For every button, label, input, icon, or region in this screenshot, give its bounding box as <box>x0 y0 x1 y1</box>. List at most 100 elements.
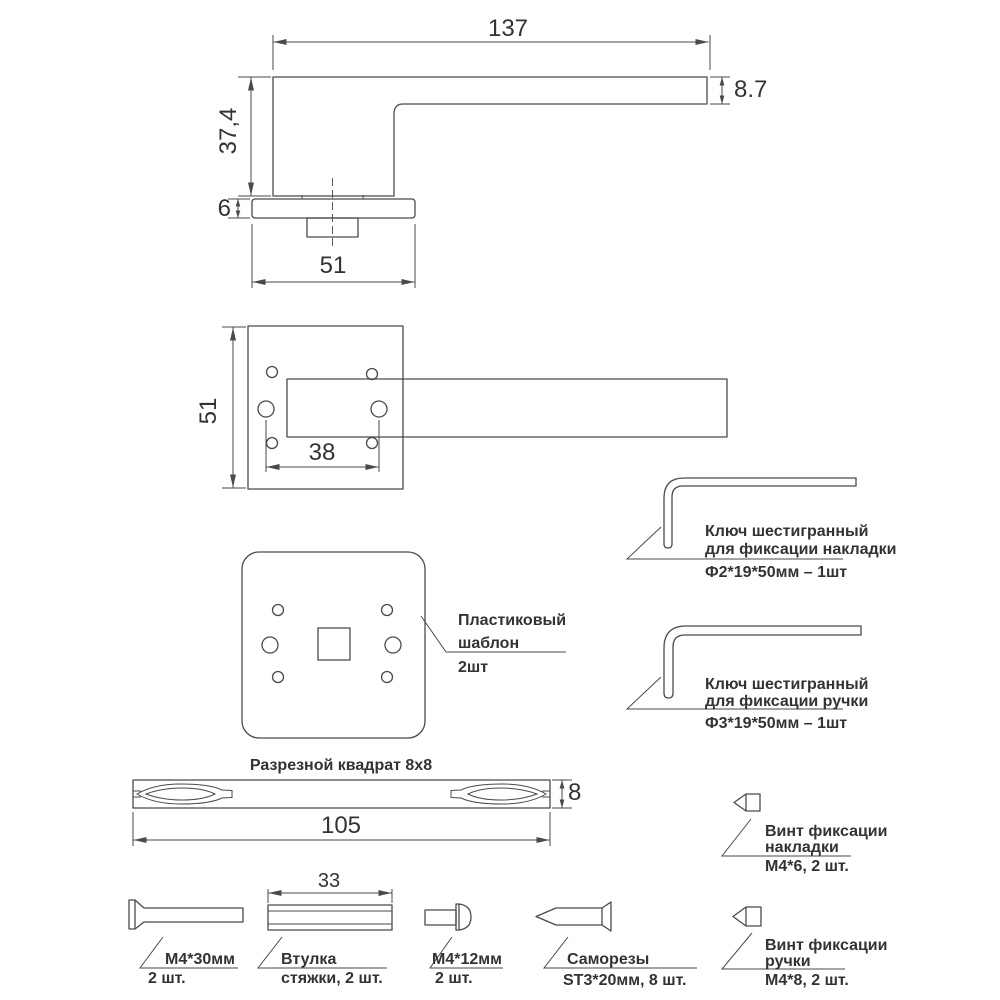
fastener-self-tapping: Саморезы ST3*20мм, 8 шт. <box>535 901 697 989</box>
dimension-hole-spacing-38: 38 <box>265 420 380 472</box>
hex-key-handle-leader <box>625 676 843 710</box>
dim-length-label: 137 <box>488 15 528 42</box>
fastener-sleeve: 33 Втулка стяжки, 2 шт. <box>256 870 393 987</box>
split-spindle: Разрезной квадрат 8x8 8 <box>132 757 581 846</box>
spindle-left-spring <box>133 783 233 805</box>
plate-outline <box>247 325 404 490</box>
template-hole <box>271 670 285 684</box>
screw-leader <box>429 936 503 969</box>
fastener-plate-set-screw: Винт фиксации накладки M4*6, 2 шт. <box>720 793 887 875</box>
bolt-label-line2: 2 шт. <box>148 970 186 987</box>
side-view: 137 8.7 37,4 6 <box>215 15 767 288</box>
hex-key-plate: Ключ шестигранный для фиксации накладки … <box>625 477 897 581</box>
screw-hole <box>265 365 279 379</box>
screw-label-line2: 2 шт. <box>435 970 473 987</box>
rose-side-outline <box>251 198 416 219</box>
hex-key-handle-outline <box>663 625 862 699</box>
dim-sleeve-label: 33 <box>318 870 340 892</box>
template-label-line3: 2шт <box>458 659 488 676</box>
self-tapping-label-line2: ST3*20мм, 8 шт. <box>563 972 686 989</box>
lever-plan-outline <box>286 378 728 438</box>
plate-set-screw-line2: накладки <box>765 839 839 856</box>
spindle-right-spring <box>450 783 550 805</box>
dimension-rose-width-51: 51 <box>251 224 416 288</box>
screw-shank <box>424 909 457 926</box>
sleeve-label-line2: стяжки, 2 шт. <box>281 970 383 987</box>
dim-rose-thickness-label: 6 <box>218 195 231 222</box>
template-label: Пластиковый шаблон 2шт <box>458 612 566 676</box>
screw-label-line1: M4*12мм <box>432 951 502 968</box>
dim-spindle-section-label: 8 <box>568 779 581 806</box>
dim-plate-label: 51 <box>195 398 222 425</box>
screw-head <box>455 903 472 931</box>
hex-key-plate-outline <box>663 477 857 549</box>
self-tapping-leader <box>542 936 697 969</box>
rose-ticks <box>301 195 364 199</box>
spindle-bar-outline <box>132 779 551 809</box>
hex-key-plate-leader <box>625 526 843 560</box>
template-hole <box>261 636 279 654</box>
fastener-handle-set-screw: Винт фиксации ручки M4*8, 2 шт. <box>720 906 887 989</box>
dimension-spindle-length-105: 105 <box>132 812 551 846</box>
template-hole <box>380 670 394 684</box>
plate-set-screw-outline <box>733 793 761 812</box>
plate-set-screw-line3: M4*6, 2 шт. <box>765 858 849 875</box>
plate-set-screw-leader <box>720 818 851 857</box>
template-holes <box>261 603 402 684</box>
dimension-length-137: 137 <box>272 15 711 70</box>
handle-set-screw-leader <box>720 932 845 970</box>
screw-hole <box>365 436 379 450</box>
screw-hole <box>365 367 379 381</box>
bolt-leader <box>139 936 238 969</box>
spindle-title: Разрезной квадрат 8x8 <box>250 757 432 774</box>
handle-set-screw-outline <box>732 906 762 927</box>
hex-key-handle-line2: для фиксации ручки <box>705 693 868 710</box>
template-hole <box>380 603 394 617</box>
fixing-hole <box>370 400 388 418</box>
template-hole <box>384 636 402 654</box>
sleeve-label-line1: Втулка <box>281 951 336 968</box>
handle-set-screw-line2: ручки <box>765 953 811 970</box>
plan-view: 51 38 <box>195 325 728 490</box>
dimension-lever-thickness-8-7: 8.7 <box>710 76 767 105</box>
screw-hole <box>265 436 279 450</box>
hex-key-plate-line3: Ф2*19*50мм – 1шт <box>705 564 847 581</box>
plate-screw-holes <box>257 365 388 450</box>
self-tapping-outline <box>535 901 612 932</box>
plastic-template: Пластиковый шаблон 2шт <box>241 551 566 739</box>
plate-set-screw-line1: Винт фиксации <box>765 823 887 840</box>
template-leader-line <box>420 615 566 653</box>
hex-key-handle: Ключ шестигранный для фиксации ручки Ф3*… <box>625 625 868 732</box>
dim-spindle-length-label: 105 <box>321 812 361 839</box>
hex-key-handle-line3: Ф3*19*50мм – 1шт <box>705 715 847 732</box>
dimension-height-37-4: 37,4 <box>215 76 271 197</box>
sleeve-outline <box>267 904 393 931</box>
sleeve-leader <box>256 936 387 969</box>
template-hole <box>271 603 285 617</box>
dimension-plate-51: 51 <box>195 326 246 489</box>
dimension-rose-thickness-6: 6 <box>218 195 250 222</box>
dim-rose-width-label: 51 <box>320 252 347 279</box>
template-label-line1: Пластиковый <box>458 612 566 629</box>
template-square-hole <box>317 627 351 661</box>
fastener-bolt: M4*30мм 2 шт. <box>128 899 244 987</box>
bolt-outline <box>128 899 244 930</box>
handle-side-outline <box>272 76 708 197</box>
bolt-label-line1: M4*30мм <box>165 951 235 968</box>
dim-hole-spacing-label: 38 <box>309 439 336 466</box>
hex-key-handle-line1: Ключ шестигранный <box>705 676 868 693</box>
hex-key-plate-line2: для фиксации накладки <box>705 541 897 558</box>
hex-key-plate-line1: Ключ шестигранный <box>705 523 868 540</box>
handle-set-screw-line1: Винт фиксации <box>765 937 887 954</box>
template-outline <box>241 551 426 739</box>
fastener-screw: M4*12мм 2 шт. <box>424 903 503 987</box>
handle-set-screw-line3: M4*8, 2 шт. <box>765 972 849 989</box>
dimension-spindle-section-8: 8 <box>552 779 581 809</box>
dim-height-label: 37,4 <box>215 108 242 155</box>
dimension-sleeve-33: 33 <box>267 870 393 903</box>
fixing-hole <box>257 400 275 418</box>
self-tapping-label-line1: Саморезы <box>567 951 649 968</box>
template-label-line2: шаблон <box>458 635 519 652</box>
